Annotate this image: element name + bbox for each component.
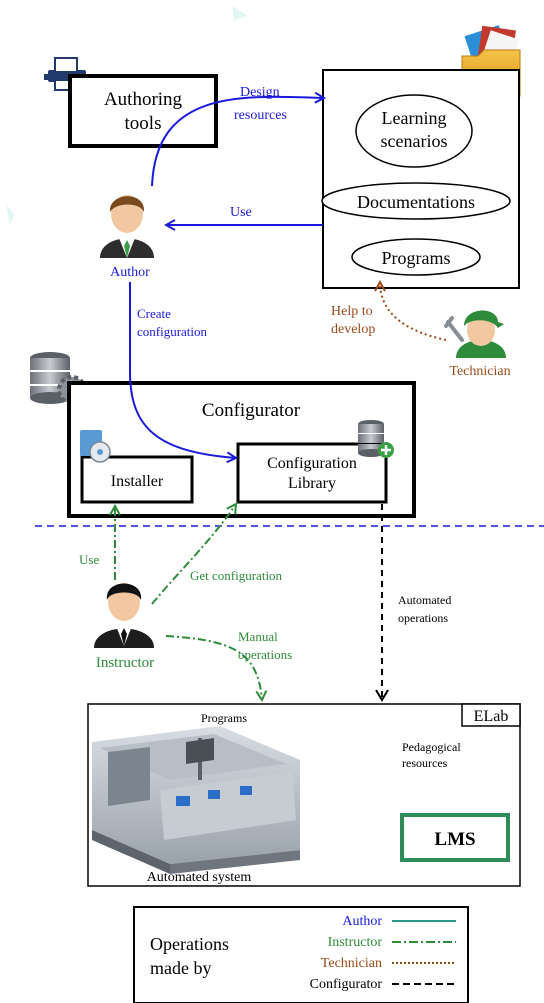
edge-label-use-top: Use — [230, 205, 252, 220]
edge-label-get-configuration: Get configuration — [190, 568, 283, 583]
programs-resource-label: Programs — [382, 248, 451, 268]
programs-resource-node[interactable] — [351, 238, 481, 276]
lms-label: LMS — [434, 829, 475, 850]
installer-label: Installer — [111, 473, 164, 490]
edge-manual-operations — [165, 635, 262, 700]
database-plus-icon — [358, 420, 394, 458]
legend-label-instructor: Instructor — [328, 935, 383, 950]
author-label: Author — [110, 265, 150, 280]
automated-system-label: Automated system — [147, 870, 252, 885]
edge-label-use-instructor: Use — [79, 552, 99, 567]
instructor-label: Instructor — [96, 655, 154, 671]
lms-box[interactable] — [400, 813, 510, 862]
installer-icon — [80, 430, 111, 463]
elab-label: ELab — [474, 708, 509, 725]
decor-triangle — [232, 6, 248, 20]
edge-design-resources — [151, 97, 324, 187]
edge-get-configuration — [151, 504, 236, 605]
configurator-label: Configurator — [202, 400, 301, 421]
legend-label-author: Author — [342, 914, 382, 929]
learning-scenarios-node[interactable] — [355, 94, 473, 168]
technician-person-icon — [444, 310, 506, 358]
technician-label: Technician — [449, 364, 510, 379]
author-person-icon — [100, 195, 154, 258]
legend-label-configurator: Configurator — [310, 977, 383, 992]
documentations-node[interactable] — [321, 182, 511, 220]
installer-box[interactable] — [80, 455, 194, 504]
instructor-person-icon — [94, 583, 154, 648]
legend-box — [133, 906, 469, 1003]
elab-tag — [461, 703, 521, 727]
legend-label-technician: Technician — [321, 956, 382, 971]
machine-photo — [92, 726, 300, 874]
edge-create-configuration — [129, 282, 236, 458]
decor-triangle — [6, 204, 14, 226]
programs-label: Programs — [201, 711, 247, 725]
documentations-label: Documentations — [357, 192, 475, 212]
edge-help-to-develop — [380, 282, 447, 341]
